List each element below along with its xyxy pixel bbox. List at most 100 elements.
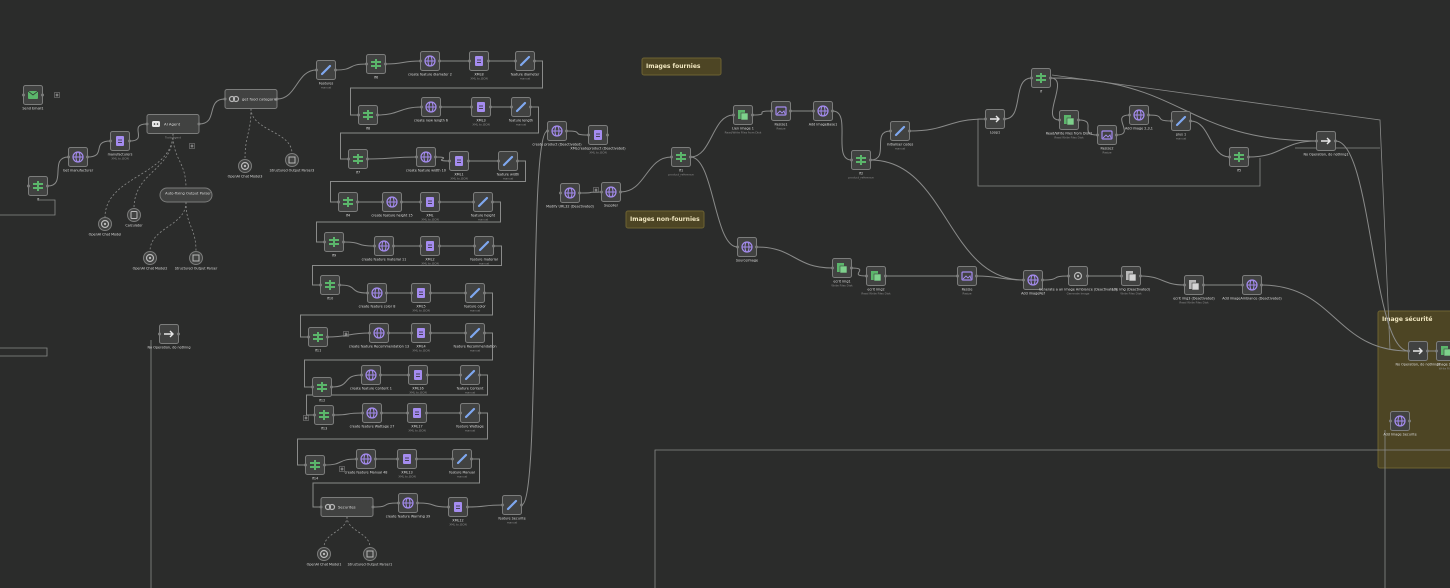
- connection-ft_length-if7[interactable]: [340, 106, 539, 160]
- connection-extra-2[interactable]: [0, 199, 56, 216]
- node-loop1[interactable]: Loop1: [984, 109, 1006, 135]
- connection-ft_width-if4[interactable]: [330, 160, 526, 203]
- connection-create_product-xml_to_json_product[interactable]: [566, 130, 589, 136]
- connection-if6-cf_diameter[interactable]: [385, 60, 421, 65]
- node-lire-img[interactable]: Lire img (Deactivated)Write Files Disk: [1112, 266, 1151, 296]
- connection-extra-3[interactable]: [977, 118, 1261, 187]
- connection-cf_warning-xml12[interactable]: [417, 502, 449, 508]
- node-calculator[interactable]: Calculator: [125, 208, 143, 228]
- sticky-note-image-securite[interactable]: Image sécurité: [1377, 310, 1450, 469]
- node-structured-parser1[interactable]: Structured Output Parser1: [348, 547, 393, 567]
- connection-ft_content-if13[interactable]: [306, 374, 488, 416]
- node-cf-length[interactable]: create new length 6: [414, 97, 448, 123]
- add-node-plus-icon[interactable]: [303, 415, 309, 421]
- connection-ai_agent-get_food_categorie[interactable]: [198, 98, 226, 125]
- node-if12[interactable]: If12: [311, 377, 333, 403]
- connection-if7-cf_width[interactable]: [367, 156, 417, 160]
- connection-get_manufacturer-manufacturers[interactable]: [87, 140, 111, 158]
- node-noop-secu[interactable]: No Operation, do nothing2: [1395, 341, 1441, 367]
- connection-if5-noop_right[interactable]: [1248, 140, 1317, 158]
- connection-get_food_categorie-structured_parser3[interactable]: [250, 108, 293, 154]
- connection-initialiser_codes-loop1[interactable]: [909, 118, 986, 132]
- node-if13[interactable]: If13: [313, 405, 335, 431]
- node-if10[interactable]: If10: [319, 275, 341, 301]
- connection-ai_agent-calculator[interactable]: [133, 133, 174, 209]
- node-cf-color[interactable]: create feature color 8: [359, 283, 396, 309]
- connection-lien_image1-resize1[interactable]: [752, 110, 772, 116]
- connection-ft_recommendation-if12[interactable]: [304, 332, 493, 388]
- connection-add_image_ambiance-noop_secu[interactable]: [1261, 284, 1409, 352]
- connection-securites-openai_model1[interactable]: [323, 516, 348, 548]
- add-node-plus-icon[interactable]: [593, 187, 599, 193]
- node-cf-wattage[interactable]: create feature Wattage 27: [350, 403, 395, 429]
- node-if14[interactable]: If14: [304, 455, 326, 481]
- node-add-image-ref[interactable]: Add imageRef: [1021, 270, 1046, 296]
- node-if11[interactable]: If11: [307, 327, 329, 353]
- connection-lire_img-ecrit_img3[interactable]: [1140, 275, 1185, 286]
- connection-if13-cf_wattage[interactable]: [333, 412, 363, 416]
- connection-extra-5[interactable]: [654, 449, 1450, 588]
- connection-ai_agent-openai_model_ai[interactable]: [104, 133, 174, 218]
- connection-ft_diameter-if8[interactable]: [350, 60, 543, 116]
- node-openai-model-ai[interactable]: OpenAI Chat Model: [89, 217, 122, 237]
- node-add-image-base[interactable]: Add imageBase1: [809, 101, 838, 127]
- add-node-plus-icon[interactable]: [54, 92, 60, 98]
- connection-parser_autofix-structured_parser_left[interactable]: [185, 201, 197, 252]
- connection-manufacturers-ai_agent[interactable]: [129, 123, 148, 142]
- connection-if10-cf_color[interactable]: [339, 284, 368, 294]
- add-node-plus-icon[interactable]: [189, 143, 195, 149]
- node-if8[interactable]: If8: [357, 105, 379, 131]
- node-openai-model2[interactable]: OpenAI Chat Model2: [133, 251, 168, 271]
- connection-ai_agent-parser_autofix[interactable]: [172, 133, 187, 189]
- node-cf-warning[interactable]: create feature Warning 39: [386, 493, 431, 519]
- add-node-plus-icon[interactable]: [339, 466, 345, 472]
- node-openai-model1[interactable]: OpenAI Chat Model1: [307, 547, 342, 567]
- sticky-note-images-fournies[interactable]: Images fournies: [641, 57, 722, 76]
- node-modify-url[interactable]: Modify URL32 (Deactivated): [546, 183, 594, 209]
- connection-if14-cf_manual[interactable]: [324, 458, 357, 466]
- connection-extra-4[interactable]: [1051, 74, 1391, 351]
- node-if7[interactable]: If7: [347, 149, 369, 175]
- node-xml-to-json-product[interactable]: XMLcreateproduct (Deactivated)XML to JSO…: [570, 125, 626, 155]
- connection-resize2-add_image_2[interactable]: [1116, 114, 1130, 136]
- connection-features-if6[interactable]: [335, 63, 367, 71]
- connection-noop_right-noop_secu[interactable]: [1335, 140, 1409, 352]
- node-image-secu[interactable]: Image SecWrite Files: [1435, 341, 1450, 371]
- connection-if_left-get_manufacturer[interactable]: [47, 156, 69, 187]
- connection-if9-cf_material[interactable]: [343, 241, 375, 247]
- connection-loop1-if_right[interactable]: [1004, 77, 1032, 120]
- connection-modify_url-supplier[interactable]: [579, 191, 602, 194]
- connection-source_image-ecrit_img1[interactable]: [756, 246, 833, 269]
- node-source-image[interactable]: SourceImage: [736, 237, 758, 263]
- connection-get_food_categorie-features[interactable]: [276, 69, 317, 100]
- connection-add_image_2-plus1[interactable]: [1148, 114, 1172, 122]
- node-cf-manual[interactable]: create feature Manual 48: [345, 449, 388, 475]
- connection-read_write_files-resize2[interactable]: [1078, 119, 1098, 136]
- connection-add_image_ref-generate_image[interactable]: [1042, 275, 1069, 281]
- node-noop-right[interactable]: No Operation, do nothing1: [1303, 131, 1349, 157]
- node-create-product[interactable]: create product (Deactivated): [532, 121, 582, 147]
- node-structured-parser3[interactable]: Structured Output Parser3: [270, 153, 315, 173]
- connection-ft_height-if9[interactable]: [316, 201, 501, 243]
- connection-ecrit_img1-ecrit_img2[interactable]: [851, 267, 867, 277]
